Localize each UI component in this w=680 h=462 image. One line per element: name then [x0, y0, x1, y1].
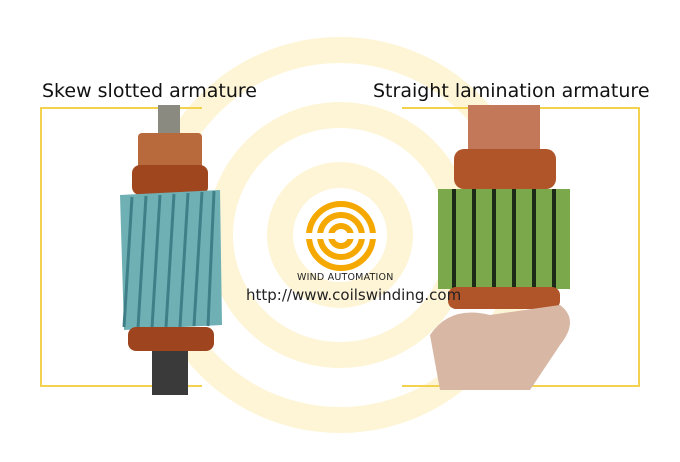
wind-automation-logo-icon — [305, 201, 377, 271]
straight-armature-photo — [430, 105, 570, 390]
brand-name: WIND AUTOMATION — [297, 272, 394, 283]
skew-armature-photo — [120, 105, 222, 395]
right-title: Straight lamination armature — [373, 80, 650, 102]
website-url: http://www.coilswinding.com — [246, 286, 462, 304]
left-frame — [40, 107, 202, 387]
left-title: Skew slotted armature — [42, 80, 257, 102]
